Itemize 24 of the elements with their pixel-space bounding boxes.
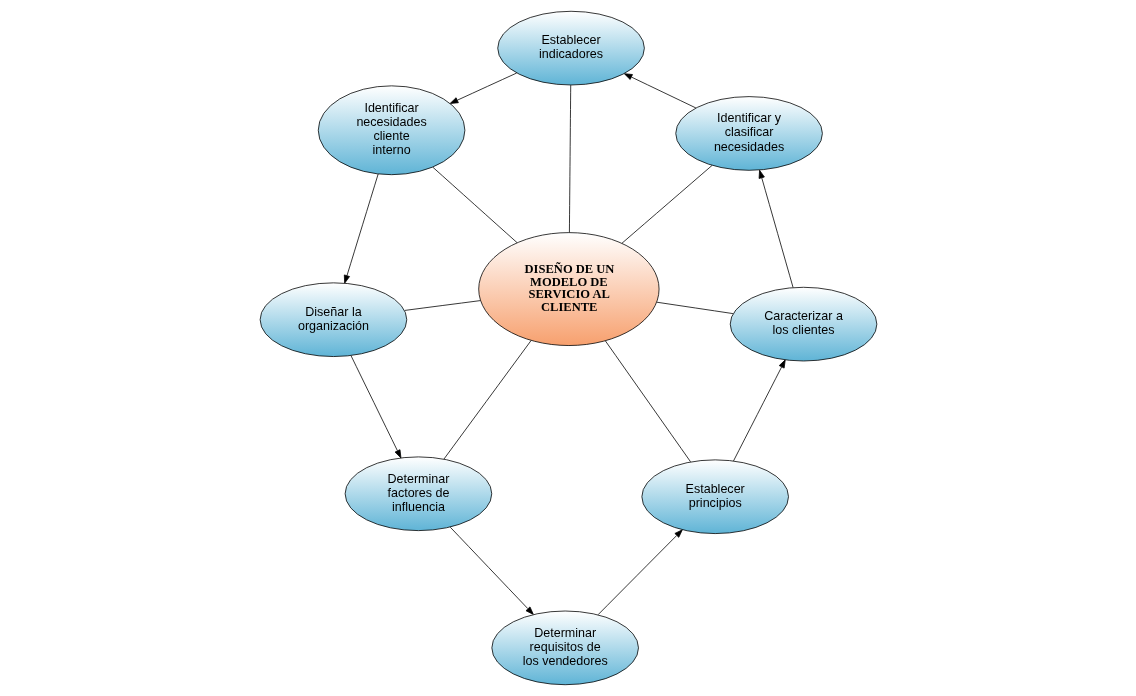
connector <box>656 301 733 314</box>
connector <box>568 84 571 233</box>
node-ellipse: Determinar requisitos de los vendedores <box>490 610 639 686</box>
node-ellipse: Establecer principios <box>641 459 789 534</box>
arrow <box>597 529 683 616</box>
arrow <box>350 355 401 459</box>
node-ellipse: Determinar factores de influencia <box>344 456 492 531</box>
node-ellipse: Caracterizar a los clientes <box>729 286 877 362</box>
connector <box>604 340 691 463</box>
node-ellipse: Identificar necesidades cliente interno <box>317 85 465 176</box>
arrow <box>343 173 379 284</box>
arrow <box>449 72 517 104</box>
arrow <box>732 359 786 462</box>
arrow <box>758 169 793 288</box>
node-ellipse: Establecer indicadores <box>496 10 645 86</box>
arrow <box>623 73 696 109</box>
node-ellipse: DISEÑO DE UN MODELO DE SERVICIO AL CLIENTE <box>477 232 659 346</box>
connector <box>431 166 517 244</box>
connector <box>443 340 531 460</box>
connector <box>621 165 712 244</box>
node-ellipse: Diseñar la organización <box>259 282 407 357</box>
node-ellipse: Identificar y clasificar necesidades <box>674 96 823 171</box>
arrow <box>449 526 534 615</box>
connector <box>403 300 481 311</box>
